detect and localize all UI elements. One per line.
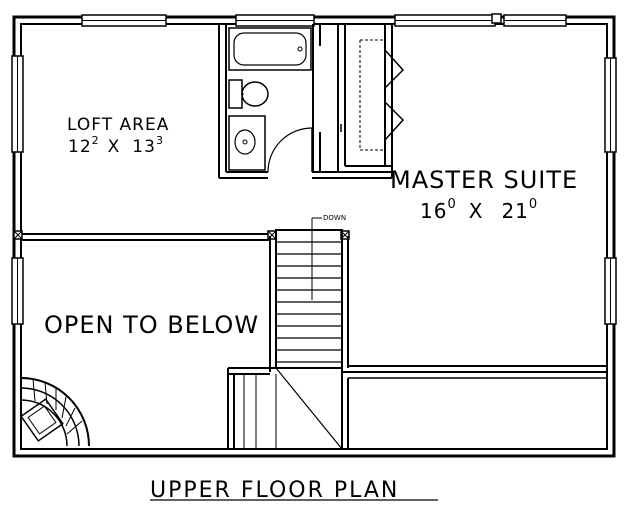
- master-dim-a: 16: [420, 199, 447, 223]
- staircase: [243, 217, 349, 450]
- master-dim-b: 21: [501, 199, 528, 223]
- master-suite-name: MASTER SUITE: [390, 166, 578, 194]
- master-dim-a-sup: 0: [447, 197, 456, 212]
- stair-down-label: DOWN: [323, 214, 346, 222]
- loft-area-name: LOFT AREA: [67, 115, 169, 135]
- open-to-below-label: OPEN TO BELOW: [44, 311, 259, 339]
- loft-dim-sep: X: [108, 137, 121, 157]
- bath-door: [267, 127, 313, 173]
- sink: [228, 115, 266, 171]
- plan-title: UPPER FLOOR PLAN: [150, 478, 399, 503]
- closet: [340, 39, 405, 151]
- bathtub: [228, 27, 312, 71]
- master-dim-sep: X: [469, 199, 484, 223]
- bathroom-walls: [218, 24, 393, 179]
- loft-dim-b: 13: [132, 137, 156, 157]
- lower-right-walls: [342, 365, 607, 449]
- loft-dim-a: 12: [68, 137, 92, 157]
- master-dim-b-sup: 0: [529, 197, 538, 212]
- loft-dim-b-sup: 3: [156, 134, 164, 147]
- windows: [11, 13, 617, 325]
- loft-dim-a-sup: 2: [92, 134, 100, 147]
- toilet: [228, 79, 269, 109]
- loft-railing: [13, 230, 350, 449]
- spiral-stair: [20, 377, 90, 447]
